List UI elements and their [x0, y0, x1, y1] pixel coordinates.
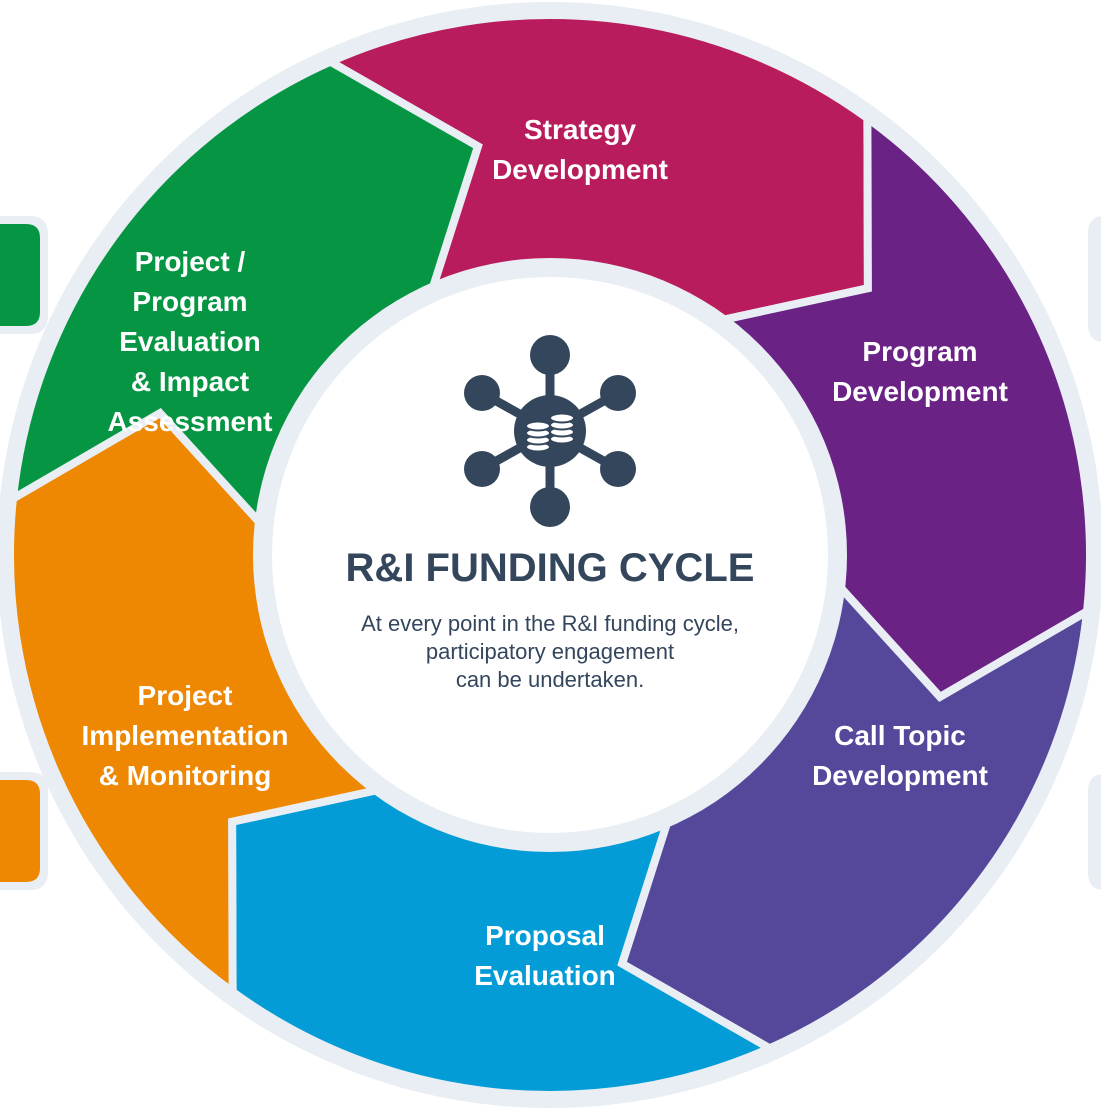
stage-label-evaluation: Project / Program Evaluation & Impact As… — [107, 246, 273, 437]
hub-node — [530, 335, 570, 375]
hub-node — [600, 451, 636, 487]
side-tab-evaluation-inner — [0, 224, 40, 326]
hub-node — [530, 487, 570, 527]
hub-node — [464, 375, 500, 411]
coin-icon — [549, 412, 575, 424]
hub-node — [600, 375, 636, 411]
center-disc — [272, 277, 828, 833]
stage-label-program: Program Development — [832, 336, 1008, 407]
stage-label-implementation: Project Implementation & Monitoring — [81, 680, 289, 791]
coin-icon — [525, 420, 551, 432]
hub-node — [464, 451, 500, 487]
side-tab-program — [1088, 216, 1101, 342]
stage-label-call-topic: Call Topic Development — [812, 720, 988, 791]
side-tab-implementation-inner — [0, 780, 40, 882]
stage-label-strategy: Strategy Development — [492, 114, 668, 185]
stage-label-proposal: Proposal Evaluation — [474, 920, 616, 991]
network-coins-icon — [464, 335, 636, 527]
diagram-caption: At every point in the R&I funding cycle,… — [361, 611, 739, 692]
side-tab-call-topic — [1088, 774, 1101, 890]
diagram-title: R&I FUNDING CYCLE — [345, 546, 755, 590]
